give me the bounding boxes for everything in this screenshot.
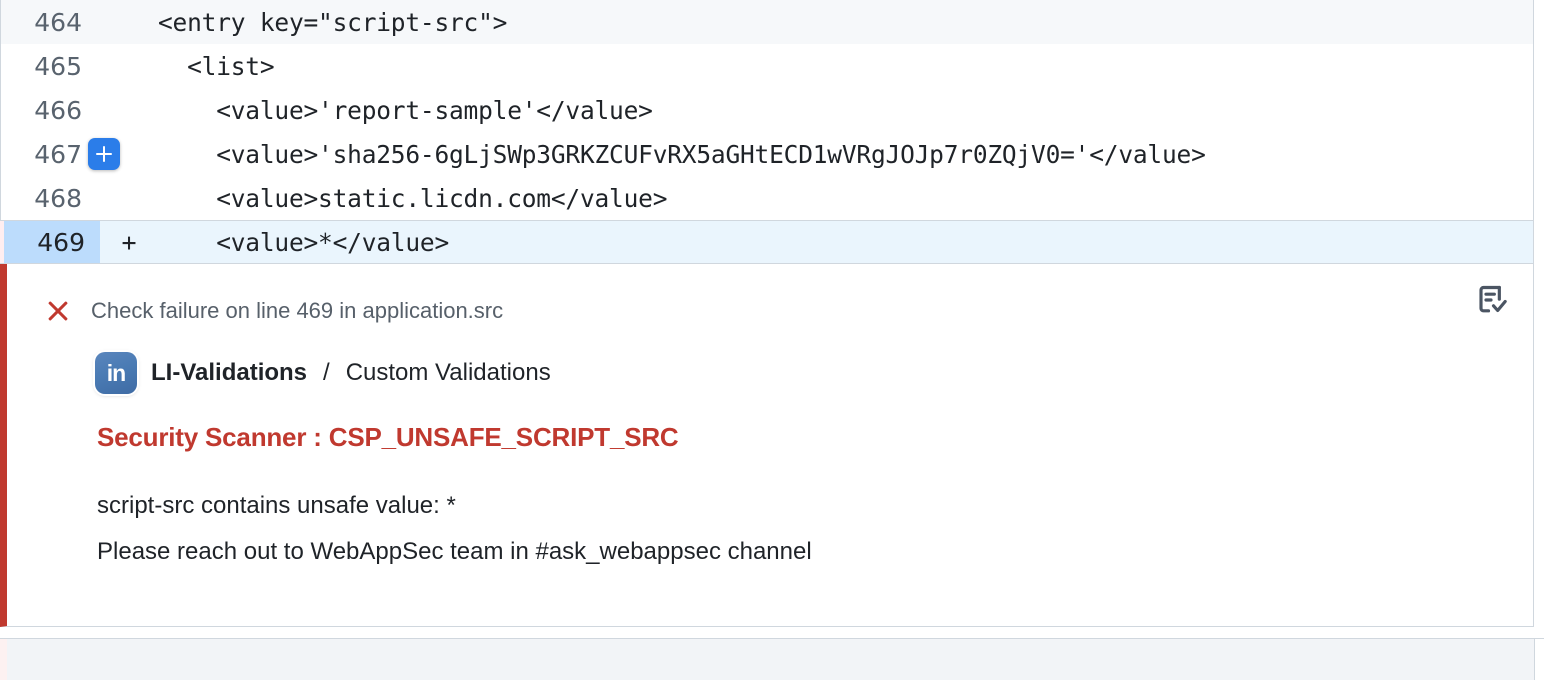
line-number[interactable]: 464 xyxy=(0,0,100,44)
annotation-header: Check failure on line 469 in application… xyxy=(7,290,1533,332)
check-run-name: Custom Validations xyxy=(345,359,551,386)
footer-left-stripe xyxy=(0,639,7,680)
line-number[interactable]: 467 xyxy=(0,132,100,176)
report-checklist-icon[interactable] xyxy=(1471,280,1511,320)
annotation-header-text: Check failure on line 469 in application… xyxy=(91,298,504,323)
failure-x-icon xyxy=(45,298,71,324)
code-content: <value>'report-sample'</value> xyxy=(158,95,653,125)
annotation-message-line: Please reach out to WebAppSec team in #a… xyxy=(97,538,812,565)
diff-table: 464 <entry key="script-src"> 465 <list> … xyxy=(0,0,1534,264)
check-annotation-panel: Check failure on line 469 in application… xyxy=(0,264,1534,627)
line-number[interactable]: 469 xyxy=(0,221,100,263)
code-content: <value>*</value> xyxy=(158,227,450,257)
table-row[interactable]: 467 <value>'sha256-6gLjSWp3GRKZCUFvRX5aG… xyxy=(0,132,1533,176)
panel-footer xyxy=(0,638,1544,680)
line-number[interactable]: 465 xyxy=(0,44,100,88)
annotation-message-line: script-src contains unsafe value: * xyxy=(97,492,456,519)
line-number[interactable]: 468 xyxy=(0,176,100,220)
check-app-name: LI-Validations xyxy=(151,359,308,386)
footer-right-edge xyxy=(1534,639,1544,680)
table-row[interactable]: 468 <value>static.licdn.com</value> xyxy=(0,176,1533,220)
table-row[interactable]: 464 <entry key="script-src"> xyxy=(0,0,1533,44)
add-comment-plus-icon[interactable] xyxy=(88,138,120,170)
table-row[interactable]: 465 <list> xyxy=(0,44,1533,88)
diff-marker xyxy=(100,88,158,132)
diff-marker: + xyxy=(121,227,137,257)
annotation-message: script-src contains unsafe value: * Plea… xyxy=(7,483,1533,575)
code-content: <list> xyxy=(158,51,275,81)
table-row[interactable]: 469 + <value>*</value> xyxy=(0,220,1533,264)
source-separator: / xyxy=(323,359,330,386)
annotation-title: Security Scanner : CSP_UNSAFE_SCRIPT_SRC xyxy=(97,422,679,452)
table-row[interactable]: 466 <value>'report-sample'</value> xyxy=(0,88,1533,132)
diff-marker xyxy=(100,0,158,44)
code-content: <value>static.licdn.com</value> xyxy=(158,183,668,213)
diff-marker xyxy=(100,176,158,220)
linkedin-icon: in xyxy=(95,352,137,394)
diff-marker xyxy=(100,44,158,88)
line-number[interactable]: 466 xyxy=(0,88,100,132)
code-content: <entry key="script-src"> xyxy=(158,7,508,37)
code-content: <value>'sha256-6gLjSWp3GRKZCUFvRX5aGHtEC… xyxy=(158,139,1206,169)
annotation-source: in LI-Validations / Custom Validations xyxy=(7,352,1533,394)
